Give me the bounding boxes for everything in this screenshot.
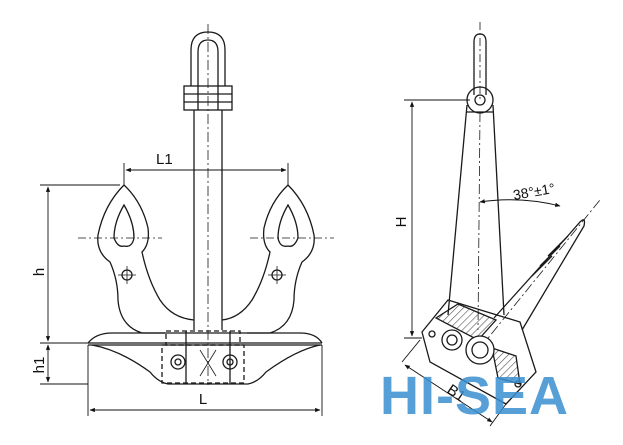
hi-sea-logo: HI-SEA (380, 366, 569, 426)
dimension-label-h: h (31, 268, 48, 276)
front-crown (87, 330, 323, 385)
front-left-fluke (78, 184, 195, 334)
dimension-label-h-side: H (393, 217, 410, 228)
dimension-label-l: L (199, 391, 207, 408)
side-crown (421, 299, 537, 405)
side-dimensions (401, 99, 561, 427)
side-shackle (466, 22, 494, 114)
front-right-fluke (221, 184, 334, 334)
side-shank (447, 104, 505, 331)
dimension-label-l1: L1 (156, 151, 173, 168)
side-view (421, 22, 601, 405)
front-view (78, 24, 334, 385)
angle-label: 38°±1° (512, 180, 556, 203)
front-dimensions (40, 163, 323, 416)
dimension-label-h1: h1 (31, 357, 48, 374)
front-shank (193, 24, 223, 385)
side-fluke-arm (479, 199, 601, 349)
